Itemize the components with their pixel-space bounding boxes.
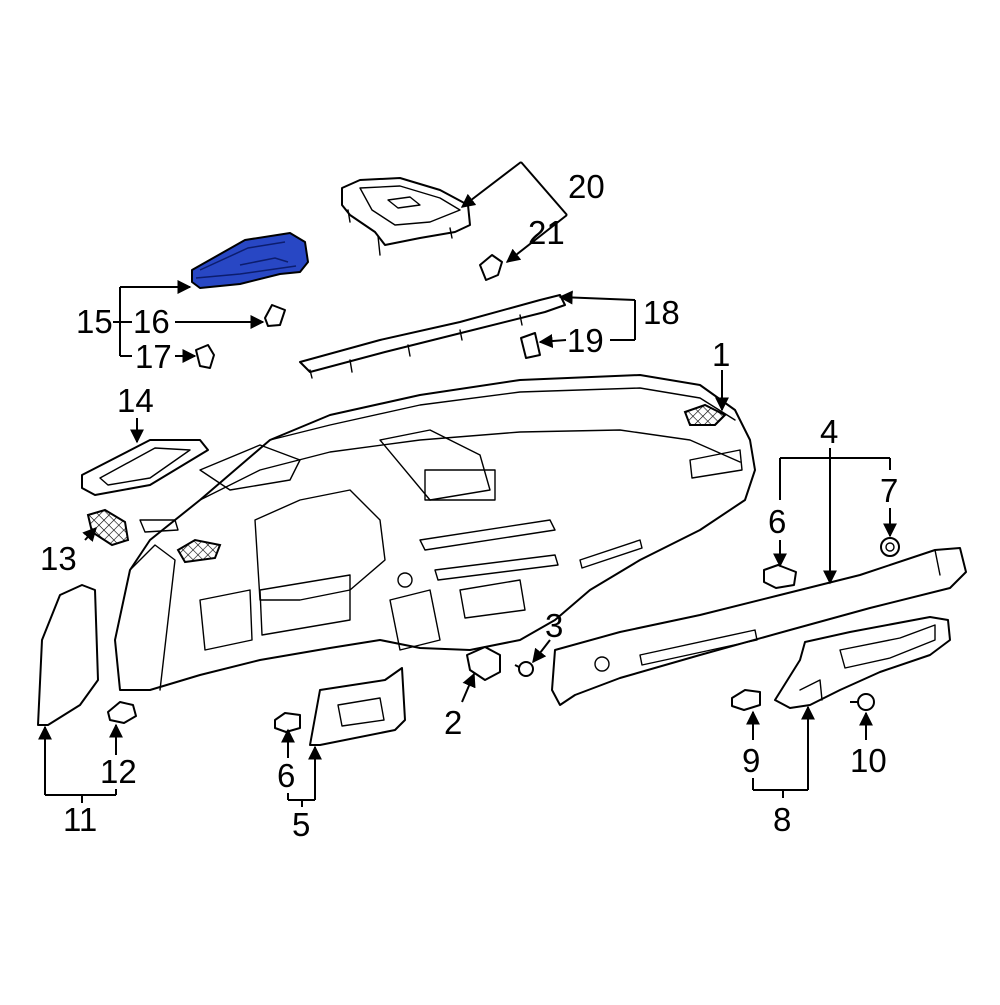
lower-dash-panel bbox=[551, 547, 967, 706]
side-panel bbox=[37, 584, 99, 726]
callout-10: 10 bbox=[850, 742, 887, 779]
clip-16 bbox=[264, 304, 286, 327]
leader-lines bbox=[38, 161, 897, 807]
clip-21 bbox=[479, 254, 503, 281]
callout-21: 21 bbox=[528, 214, 565, 251]
clip-19 bbox=[520, 332, 541, 359]
clip-6-upper bbox=[763, 564, 797, 589]
upper-tray bbox=[81, 439, 209, 496]
callout-3: 3 bbox=[545, 607, 563, 644]
callout-14: 14 bbox=[117, 382, 154, 419]
upper-cover-highlighted bbox=[191, 232, 309, 289]
clip-17 bbox=[195, 344, 215, 369]
callout-1: 1 bbox=[712, 336, 730, 373]
callout-16: 16 bbox=[133, 303, 170, 340]
vent-grille bbox=[86, 508, 130, 547]
callout-labels: 1 2 3 4 5 6 6 7 8 9 10 11 12 13 14 15 16… bbox=[40, 168, 898, 843]
callout-4: 4 bbox=[820, 413, 838, 450]
glove-box bbox=[774, 616, 951, 709]
grommet-7 bbox=[880, 537, 900, 557]
callout-13: 13 bbox=[40, 540, 77, 577]
bracket-2 bbox=[466, 646, 501, 681]
callout-7: 7 bbox=[880, 472, 898, 509]
callout-2: 2 bbox=[444, 704, 462, 741]
callout-6-upper: 6 bbox=[768, 503, 786, 540]
callout-18: 18 bbox=[643, 294, 680, 331]
callout-20: 20 bbox=[568, 168, 605, 205]
callout-12: 12 bbox=[100, 753, 137, 790]
callout-8: 8 bbox=[773, 801, 791, 838]
clip-12 bbox=[107, 701, 137, 724]
callout-15: 15 bbox=[76, 303, 113, 340]
clip-6-lower bbox=[274, 712, 301, 733]
clip-9 bbox=[731, 689, 761, 711]
grommet-10 bbox=[850, 693, 875, 711]
cluster-hood bbox=[341, 177, 471, 256]
instrument-panel bbox=[114, 374, 756, 691]
callout-6-lower: 6 bbox=[277, 757, 295, 794]
callout-17: 17 bbox=[135, 338, 172, 375]
clip-3 bbox=[514, 661, 534, 677]
lower-cover bbox=[309, 667, 406, 746]
callout-11: 11 bbox=[63, 801, 97, 838]
top-trim-strip bbox=[299, 294, 566, 379]
callout-5: 5 bbox=[292, 806, 310, 843]
callout-19: 19 bbox=[567, 322, 604, 359]
callout-9: 9 bbox=[742, 742, 760, 779]
